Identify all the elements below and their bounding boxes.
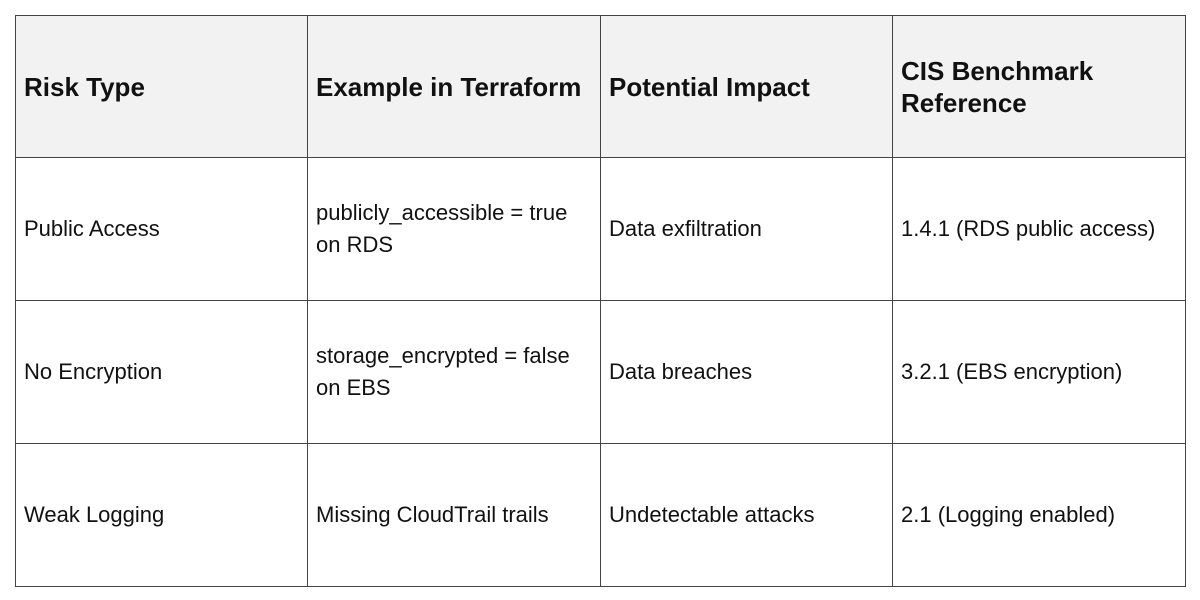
cell-risk-type: Weak Logging — [15, 443, 308, 587]
risk-table: Risk Type Example in Terraform Potential… — [15, 15, 1186, 587]
header-cis-reference: CIS Benchmark Reference — [892, 15, 1186, 158]
table-row: Weak Logging Missing CloudTrail trails U… — [15, 443, 1186, 587]
cell-cis-reference: 3.2.1 (EBS encryption) — [892, 300, 1186, 444]
cell-impact: Data exfiltration — [600, 157, 893, 301]
cell-cis-reference: 1.4.1 (RDS public access) — [892, 157, 1186, 301]
table-row: No Encryption storage_encrypted = false … — [15, 300, 1186, 444]
header-risk-type: Risk Type — [15, 15, 308, 158]
header-example: Example in Terraform — [307, 15, 601, 158]
cell-impact: Undetectable attacks — [600, 443, 893, 587]
header-impact: Potential Impact — [600, 15, 893, 158]
header-row: Risk Type Example in Terraform Potential… — [15, 15, 1186, 158]
cell-impact: Data breaches — [600, 300, 893, 444]
table-row: Public Access publicly_accessible = true… — [15, 157, 1186, 301]
cell-example: Missing CloudTrail trails — [307, 443, 601, 587]
cell-risk-type: No Encryption — [15, 300, 308, 444]
cell-risk-type: Public Access — [15, 157, 308, 301]
cell-example: publicly_accessible = true on RDS — [307, 157, 601, 301]
cell-cis-reference: 2.1 (Logging enabled) — [892, 443, 1186, 587]
cell-example: storage_encrypted = false on EBS — [307, 300, 601, 444]
